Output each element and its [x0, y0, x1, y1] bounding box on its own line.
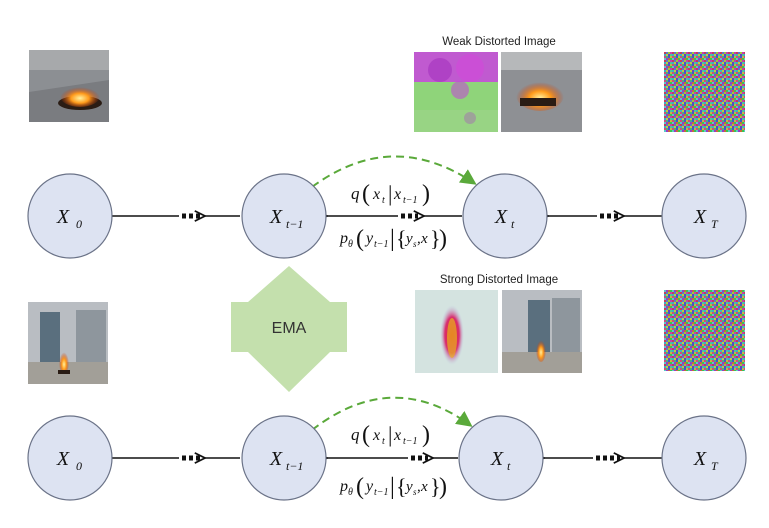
weak-label: Weak Distorted Image — [442, 36, 556, 48]
svg-text:q: q — [351, 425, 360, 444]
svg-text:(: ( — [356, 474, 364, 500]
svg-text:X: X — [693, 448, 707, 470]
svg-text:): ) — [439, 474, 447, 500]
svg-text:(: ( — [356, 226, 364, 252]
svg-text:X: X — [269, 206, 283, 228]
svg-text:t−1: t−1 — [374, 239, 389, 250]
node-bottom-xt: X t — [458, 415, 544, 501]
svg-text:X: X — [56, 448, 70, 470]
noise-photo-top — [664, 52, 745, 132]
svg-text:x: x — [393, 186, 401, 203]
svg-text:): ) — [439, 226, 447, 252]
weak-clean-photo — [501, 52, 582, 132]
svg-text:,: , — [417, 479, 421, 495]
svg-text:X: X — [56, 206, 70, 228]
node-top-xt: X t — [462, 173, 548, 259]
svg-text:s: s — [413, 239, 417, 249]
svg-text:X: X — [490, 448, 504, 470]
svg-text:t−1: t−1 — [286, 217, 303, 231]
svg-text:x: x — [393, 427, 401, 444]
formula-reverse-top: p θ ( y t−1 | { y s , x } ) — [339, 226, 447, 252]
node-bottom-x0: X 0 — [27, 415, 113, 501]
svg-text:): ) — [422, 422, 430, 448]
svg-text:}: } — [430, 474, 441, 499]
fire-indoor-photo — [28, 302, 108, 384]
svg-text:,: , — [417, 231, 421, 247]
svg-text:0: 0 — [76, 459, 82, 473]
svg-text:t−1: t−1 — [286, 459, 303, 473]
node-top-xtm1: X t−1 — [241, 173, 327, 259]
node-bottom-xT: X T — [661, 415, 747, 501]
svg-text:X: X — [494, 206, 508, 228]
svg-text:y: y — [404, 479, 413, 495]
svg-text:T: T — [711, 217, 719, 231]
strong-clean-photo — [502, 290, 582, 373]
svg-text:p: p — [339, 478, 348, 495]
svg-text:x: x — [372, 427, 380, 444]
svg-text:t: t — [507, 459, 511, 473]
svg-text:y: y — [364, 478, 374, 495]
svg-text:t−1: t−1 — [374, 487, 389, 498]
svg-text:t−1: t−1 — [403, 436, 418, 447]
svg-text:X: X — [693, 206, 707, 228]
svg-text:t: t — [382, 195, 385, 206]
svg-text:(: ( — [362, 422, 370, 448]
svg-text:|: | — [390, 226, 395, 252]
noise-photo-bottom — [664, 290, 745, 371]
svg-text:{: { — [396, 226, 407, 251]
weak-distorted-photo — [414, 52, 498, 132]
fire-outdoor-photo — [29, 50, 109, 122]
formula-forward-bottom: q ( x t | x t−1 ) — [351, 422, 430, 448]
svg-text:t−1: t−1 — [403, 195, 418, 206]
svg-text:x: x — [420, 479, 428, 495]
svg-text:{: { — [396, 474, 407, 499]
strong-distorted-photo — [415, 290, 498, 373]
svg-text:t: t — [382, 436, 385, 447]
node-top-xT: X T — [661, 173, 747, 259]
svg-text:θ: θ — [348, 487, 353, 498]
svg-text:|: | — [388, 422, 392, 447]
formula-forward-top: q ( x t | x t−1 ) — [351, 181, 430, 207]
svg-text:s: s — [413, 487, 417, 497]
node-top-x0: X 0 — [27, 173, 113, 259]
svg-text:|: | — [390, 474, 395, 500]
svg-text:t: t — [511, 217, 515, 231]
dashed-arrow-bottom — [311, 396, 473, 431]
dashed-arrow-top — [311, 155, 477, 188]
svg-text:x: x — [420, 231, 428, 247]
svg-text:(: ( — [362, 181, 370, 207]
svg-text:|: | — [388, 181, 392, 206]
svg-text:y: y — [364, 230, 374, 247]
strong-label: Strong Distorted Image — [440, 274, 558, 286]
svg-text:T: T — [711, 459, 719, 473]
svg-text:}: } — [430, 226, 441, 251]
node-bottom-xtm1: X t−1 — [241, 415, 327, 501]
svg-text:): ) — [422, 181, 430, 207]
svg-text:0: 0 — [76, 217, 82, 231]
svg-text:q: q — [351, 184, 360, 203]
svg-text:p: p — [339, 230, 348, 247]
ema-label: EMA — [272, 320, 307, 337]
svg-text:X: X — [269, 448, 283, 470]
svg-text:y: y — [404, 231, 413, 247]
formula-reverse-bottom: p θ ( y t−1 | { y s , x } ) — [339, 474, 447, 500]
svg-text:θ: θ — [348, 239, 353, 250]
ema-arrow — [231, 266, 347, 392]
svg-text:x: x — [372, 186, 380, 203]
